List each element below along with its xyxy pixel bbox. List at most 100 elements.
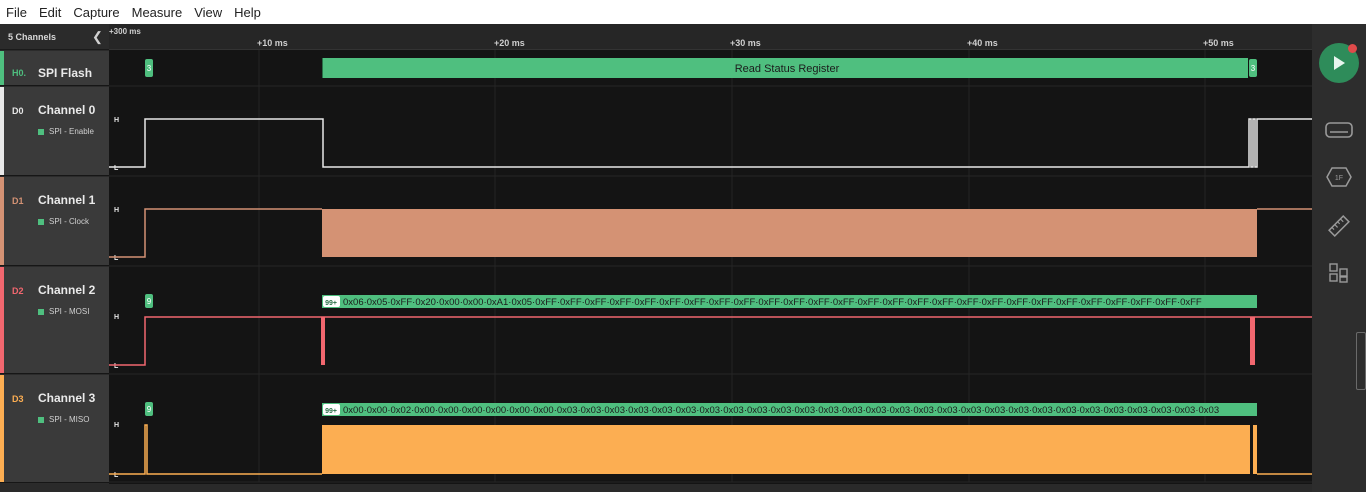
analyzer-dot-icon	[38, 218, 44, 225]
level-low-label: L	[114, 255, 119, 262]
miso-data-text: 0x00·0x00·0x02·0x00·0x00·0x00·0x00·0x00·…	[343, 405, 1219, 416]
menu-view[interactable]: View	[194, 4, 223, 20]
channel-2-pulse	[1250, 317, 1255, 365]
tick-label: +30 ms	[730, 38, 761, 48]
tick-label: +40 ms	[967, 38, 998, 48]
menu-measure[interactable]: Measure	[131, 4, 183, 20]
channel-name: Channel 3	[38, 391, 96, 405]
level-high-label: H	[114, 422, 119, 429]
right-toolbar: 1F	[1312, 24, 1366, 492]
collapse-panel-chevron-icon[interactable]: ❮	[92, 29, 103, 44]
waveform-canvas: 3 Read Status Register 3 H L H L 9 99+ 0…	[109, 50, 1312, 483]
analyzer-frame-marker[interactable]	[145, 402, 153, 416]
channel-name: Channel 0	[38, 103, 96, 117]
layout-button[interactable]	[1325, 260, 1353, 286]
channel-1-clock-burst	[322, 209, 1257, 257]
tick-label: +50 ms	[1203, 38, 1234, 48]
channel-id: D2	[12, 286, 24, 296]
frame-label: Read Status Register	[735, 63, 840, 75]
analyzer-frame-marker[interactable]	[1249, 59, 1257, 77]
channel-id: H0.	[12, 68, 27, 78]
channel-count-label: 5 Channels	[8, 32, 57, 42]
mosi-data-bar[interactable]	[322, 295, 1257, 308]
channel-1-waveform	[109, 208, 322, 258]
mosi-start-label: 9	[147, 297, 152, 306]
channel-tag-label: SPI - Clock	[49, 217, 90, 226]
channel-0-waveform	[109, 118, 1312, 168]
measure-button[interactable]	[1325, 213, 1353, 239]
channel-analyzer-tag: SPI - Enable	[38, 127, 94, 136]
channel-row-1[interactable]: D1 Channel 1 SPI - Clock	[0, 177, 109, 266]
channel-id: D1	[12, 196, 24, 206]
channel-panel-header: 5 Channels ❮	[0, 24, 109, 50]
digital-channel-icon	[1325, 122, 1353, 138]
vertical-scrollbar-thumb[interactable]	[1356, 332, 1366, 390]
protocol-analyzer-button[interactable]: 1F	[1325, 164, 1353, 190]
channel-name: SPI Flash	[38, 66, 93, 80]
channel-3-data-burst	[1253, 425, 1257, 474]
miso-start-label: 9	[147, 405, 152, 414]
channel-tag-label: SPI - Enable	[49, 127, 94, 136]
channel-id: D0	[12, 106, 24, 116]
mosi-count-label: 99+	[325, 300, 337, 307]
channel-id: D3	[12, 394, 24, 404]
protocol-analyzer-icon: 1F	[1326, 167, 1352, 187]
menu-edit[interactable]: Edit	[38, 4, 62, 20]
channel-row-0[interactable]: D0 Channel 0 SPI - Enable	[0, 87, 109, 176]
miso-data-clip: 0x00·0x00·0x02·0x00·0x00·0x00·0x00·0x00·…	[343, 405, 1219, 416]
channel-panel: 5 Channels ❮ H0. SPI Flash D0 Channel 0 …	[0, 24, 109, 492]
channel-analyzer-tag: SPI - MOSI	[38, 307, 89, 316]
analyzer-dot-icon	[38, 416, 44, 423]
miso-count-label: 99+	[325, 408, 337, 415]
measure-ruler-icon	[1328, 215, 1350, 237]
tick-label: +10 ms	[257, 38, 288, 48]
miso-data-bar[interactable]	[322, 403, 1257, 416]
level-high-label: H	[114, 117, 119, 124]
channel-row-spi-flash[interactable]: H0. SPI Flash	[0, 51, 109, 86]
tick-label: +20 ms	[494, 38, 525, 48]
play-icon	[1334, 56, 1345, 70]
channel-row-3[interactable]: D3 Channel 3 SPI - MISO	[0, 375, 109, 483]
read-status-register-frame[interactable]	[322, 58, 1248, 78]
channel-name: Channel 1	[38, 193, 96, 207]
analyzer-frame-marker-label: 3	[1251, 64, 1256, 73]
analyzer-dot-icon	[38, 308, 44, 315]
menu-help[interactable]: Help	[234, 4, 261, 20]
time-ruler[interactable]: +300 ms +10 ms +20 ms +30 ms +40 ms +50 …	[109, 24, 1312, 50]
mosi-data-text: 0x06·0x05·0xFF·0x20·0x00·0x00·0xA1·0x05·…	[343, 297, 1202, 308]
channel-row-2[interactable]: D2 Channel 2 SPI - MOSI	[0, 267, 109, 374]
mosi-data-clip: 0x06·0x05·0xFF·0x20·0x00·0x00·0xA1·0x05·…	[343, 297, 1202, 308]
channel-3-data-burst	[322, 425, 1250, 474]
waveform-view[interactable]: +300 ms +10 ms +20 ms +30 ms +40 ms +50 …	[109, 24, 1312, 492]
channel-color-stripe	[0, 177, 4, 265]
level-high-label: H	[114, 207, 119, 214]
channel-color-stripe	[0, 267, 4, 373]
analyzer-frame-marker[interactable]	[145, 59, 153, 77]
level-low-label: L	[114, 165, 119, 172]
menu-capture[interactable]: Capture	[73, 4, 120, 20]
level-low-label: L	[114, 472, 119, 479]
miso-count-badge	[323, 404, 340, 415]
menu-bar: File Edit Capture Measure View Help	[0, 0, 1366, 24]
mosi-count-badge	[323, 296, 340, 307]
analyzer-dot-icon	[38, 128, 44, 135]
menu-file[interactable]: File	[6, 4, 27, 20]
channel-color-stripe	[0, 87, 4, 175]
analyzer-frame-marker[interactable]	[145, 294, 153, 308]
channel-3-waveform	[109, 424, 322, 475]
capture-start-label: +300 ms	[109, 27, 141, 36]
digital-channel-button[interactable]	[1325, 117, 1353, 143]
protocol-analyzer-icon-label: 1F	[1335, 175, 1343, 182]
record-indicator-icon	[1348, 44, 1357, 53]
channel-name: Channel 2	[38, 283, 96, 297]
horizontal-scrollbar[interactable]	[0, 484, 1312, 492]
analyzer-frame-marker-label: 3	[147, 64, 152, 73]
level-low-label: L	[114, 363, 119, 370]
channel-tag-label: SPI - MISO	[49, 415, 90, 424]
level-high-label: H	[114, 314, 119, 321]
channel-tag-label: SPI - MOSI	[49, 307, 90, 316]
channel-color-stripe	[0, 375, 4, 482]
channel-color-stripe	[0, 51, 4, 85]
layout-grid-icon	[1329, 263, 1348, 283]
channel-2-pulse	[321, 317, 325, 365]
